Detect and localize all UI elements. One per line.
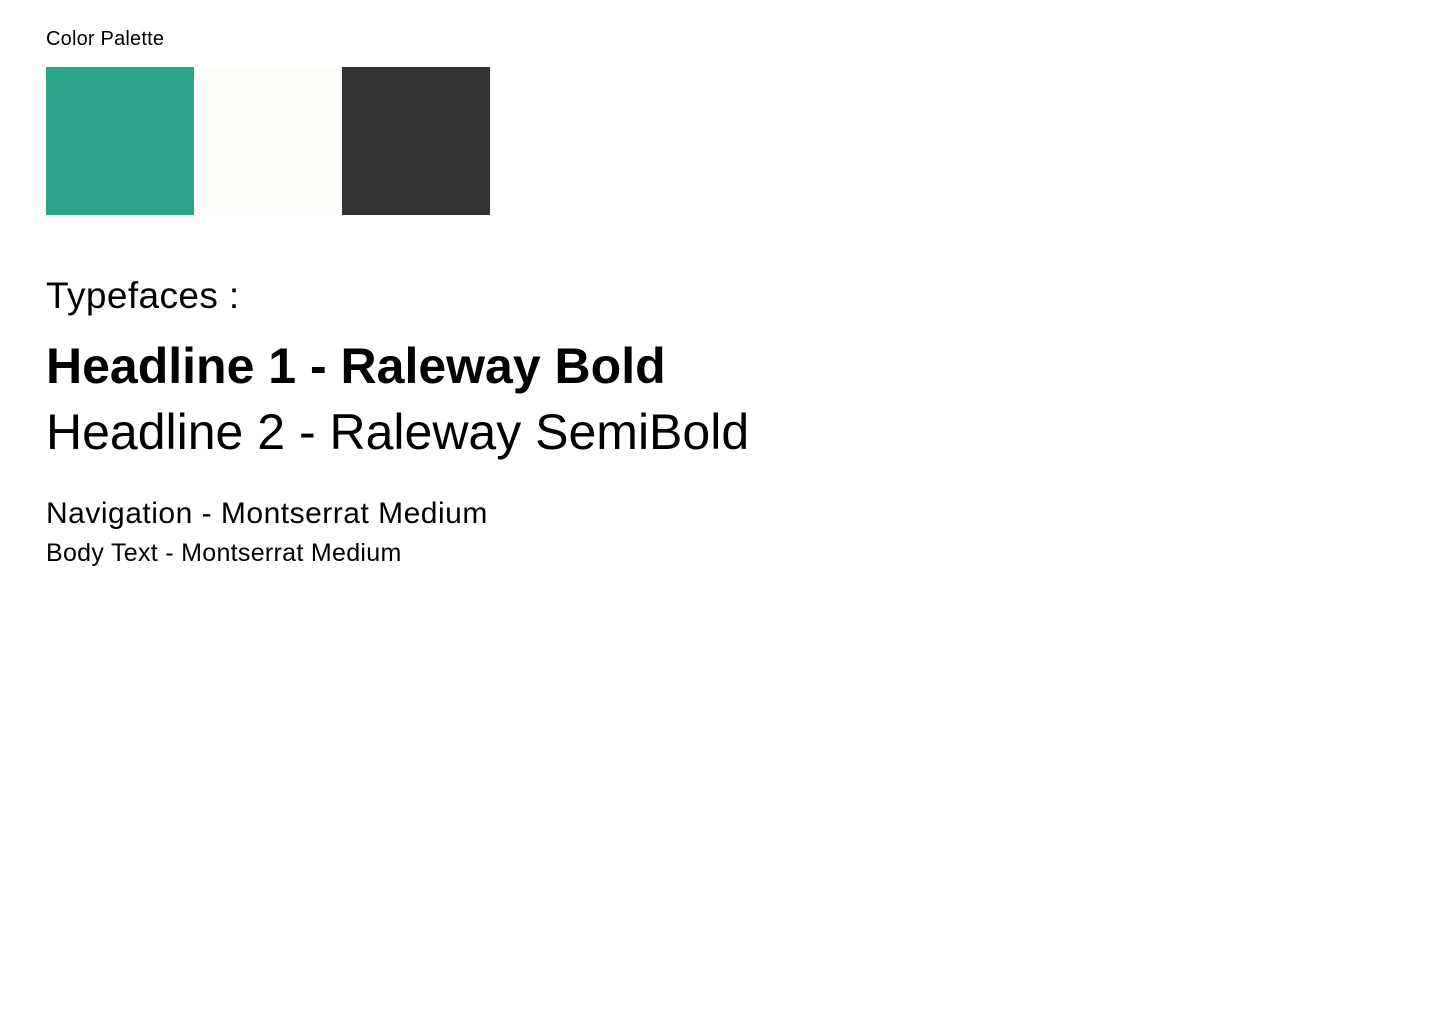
swatch-secondary [194,67,342,215]
swatch-tertiary [342,67,490,215]
color-palette-title: Color Palette [46,28,165,50]
swatch-primary [46,67,194,215]
navigation-sample: Navigation - Montserrat Medium [46,497,488,530]
headline-1-sample: Headline 1 - Raleway Bold [46,338,666,394]
color-swatches [46,67,490,215]
body-text-sample: Body Text - Montserrat Medium [46,539,402,567]
headline-2-sample: Headline 2 - Raleway SemiBold [46,404,750,460]
typefaces-title: Typefaces : [46,275,240,316]
